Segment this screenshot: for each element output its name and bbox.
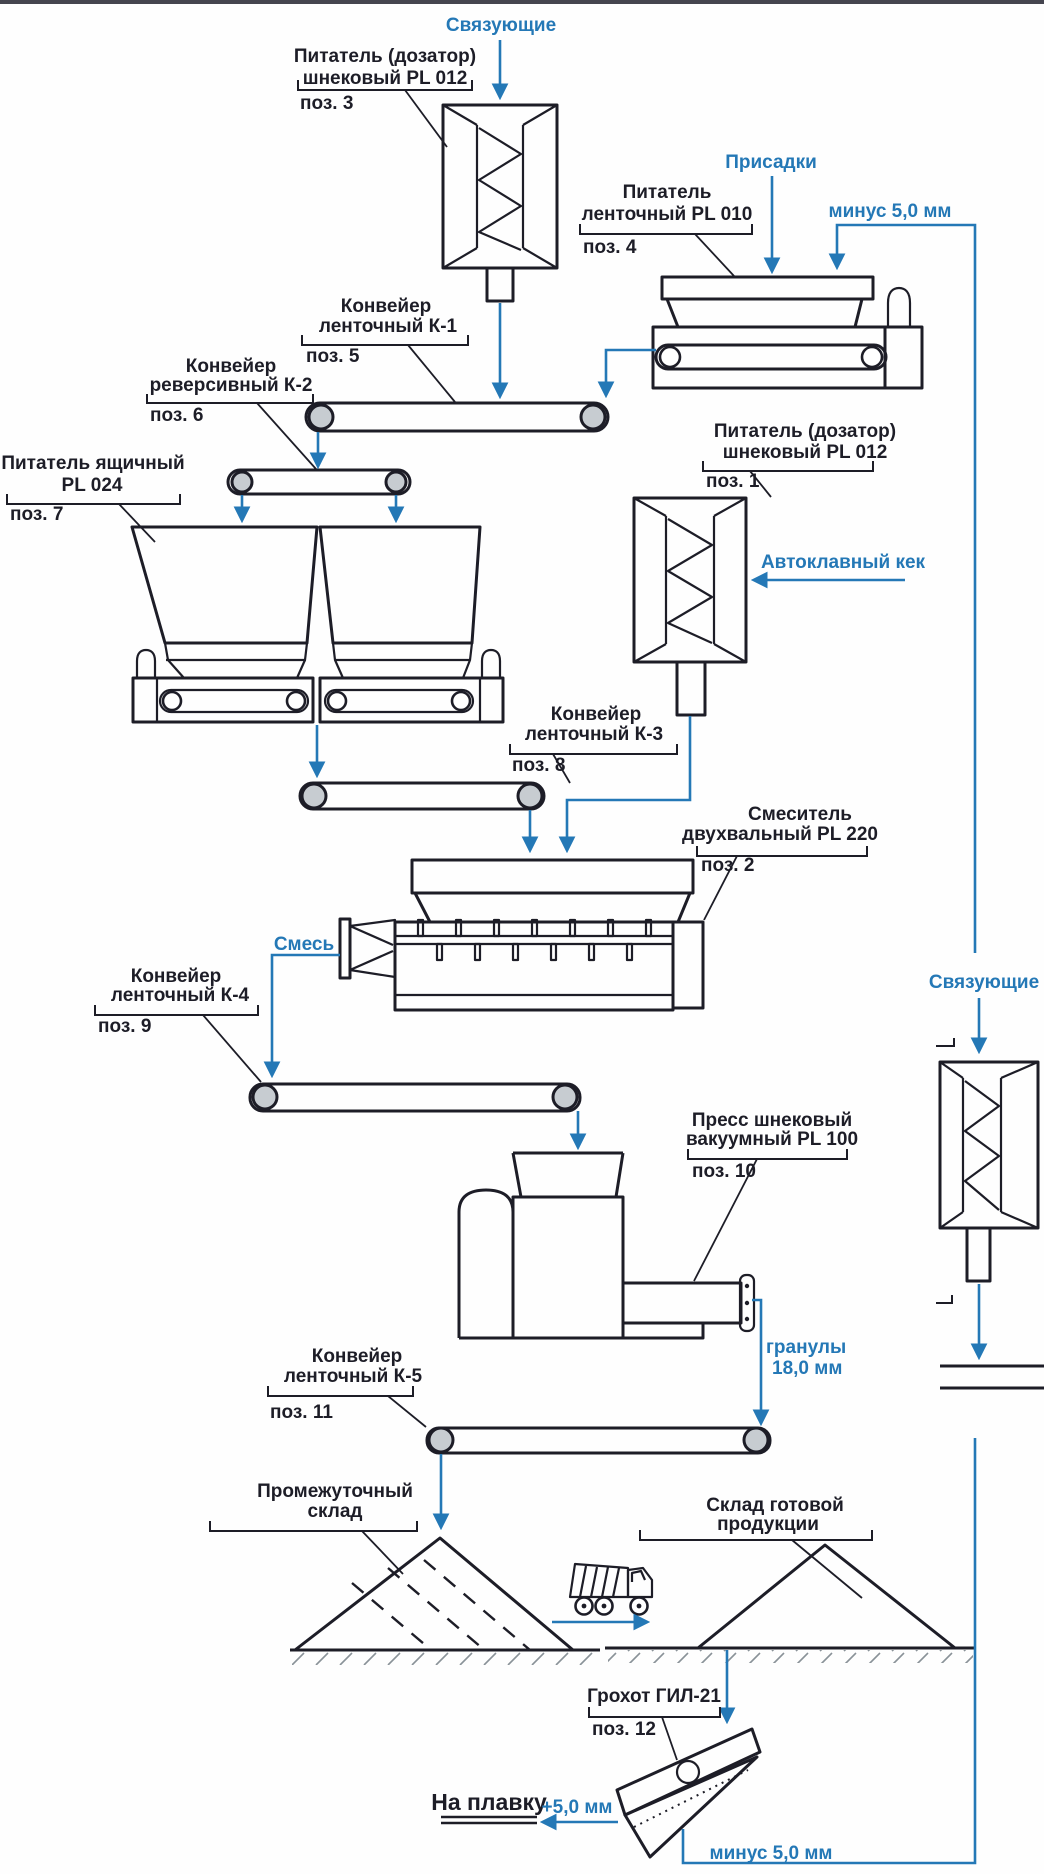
- k4-label: Конвейер: [131, 966, 222, 987]
- belt-conveyor-k4-pos9: [248, 1082, 582, 1113]
- minus5-top-label: минус 5,0 мм: [829, 201, 952, 222]
- screw-feeder-pos3: [441, 103, 559, 303]
- granules-label: гранулы: [766, 1337, 846, 1358]
- k5-pos: поз. 11: [270, 1402, 333, 1423]
- stock1-label: склад: [307, 1501, 362, 1522]
- mixer-label: Смеситель: [748, 804, 852, 825]
- press-label: вакуумный PL 100: [686, 1129, 858, 1150]
- k1-label: ленточный К-1: [319, 316, 458, 337]
- belt-conveyor-k3-pos8: [298, 781, 546, 811]
- k3-pos: поз. 8: [512, 755, 565, 776]
- stock1-label: Промежуточный: [257, 1481, 413, 1502]
- finished-product-stockpile: [605, 1543, 975, 1663]
- k4-label: ленточный К-4: [111, 985, 250, 1006]
- k2-pos: поз. 6: [150, 405, 203, 426]
- feeder1-pos: поз. 1: [706, 471, 760, 492]
- equipment-labels: Питатель (дозатор) шнековый PL 012 поз. …: [1, 46, 896, 1740]
- feeder4-pos: поз. 4: [583, 237, 637, 258]
- flow-labels: Связующие Присадки минус 5,0 мм Автоклав…: [274, 15, 1039, 1864]
- feeder1-label: шнековый PL 012: [723, 442, 888, 463]
- k2-label: реверсивный К-2: [150, 375, 313, 396]
- feeder4-label: Питатель: [623, 182, 712, 203]
- flow-minus5-return: [681, 1438, 977, 1865]
- additives-label: Присадки: [725, 152, 817, 173]
- feeder3-pos: поз. 3: [300, 93, 353, 114]
- mix-label: Смесь: [274, 934, 334, 955]
- stock2-label: Склад готовой: [706, 1495, 844, 1516]
- bracket-fragment: [936, 1038, 955, 1047]
- press-label: Пресс шнековый: [692, 1110, 852, 1131]
- screen-pos: поз. 12: [592, 1719, 656, 1740]
- die-plate: [738, 1273, 756, 1333]
- k5-label: Конвейер: [312, 1346, 403, 1367]
- k1-label: Конвейер: [341, 296, 432, 317]
- to-melt-label: На плавку: [431, 1789, 547, 1815]
- belt-conveyor-k1-pos5: [304, 401, 610, 433]
- flow-lines: [233, 40, 988, 1865]
- flow-pl010-to-k1: [597, 348, 656, 399]
- callouts: [6, 80, 874, 1761]
- screw-icon: [666, 518, 714, 645]
- pl024-label: PL 024: [62, 475, 123, 496]
- plus5-label: +5,0 мм: [542, 1797, 613, 1818]
- screw-feeder-pos1: [632, 496, 748, 717]
- screw-feeder-right-cropped: [936, 1038, 1044, 1390]
- box-feeder-pl024-pos7: [130, 525, 505, 724]
- screw-press-pl100-pos10: [457, 1151, 756, 1340]
- belt-feeder-pl010-pos4: [651, 275, 924, 390]
- k2-label: Конвейер: [186, 356, 277, 377]
- minus5-bottom-label: минус 5,0 мм: [710, 1843, 833, 1864]
- k5-label: ленточный К-5: [284, 1366, 423, 1387]
- granules-label: 18,0 мм: [772, 1358, 842, 1379]
- binders-top-label: Связующие: [446, 15, 556, 36]
- belt-conveyor-k5-pos11: [425, 1426, 772, 1455]
- pl024-label: Питатель ящичный: [1, 453, 184, 474]
- feeder3-label: шнековый PL 012: [303, 68, 468, 89]
- flow-granules-to-k5: [752, 1298, 770, 1427]
- k3-label: ленточный К-3: [525, 724, 663, 745]
- screen-gil21-pos12: [615, 1727, 762, 1859]
- press-pos: поз. 10: [692, 1161, 756, 1182]
- screw-icon: [963, 1080, 1001, 1211]
- intermediate-stockpile: [290, 1536, 600, 1665]
- mixer-pos: поз. 2: [701, 855, 754, 876]
- feeder1-label: Питатель (дозатор): [714, 421, 896, 442]
- k1-pos: поз. 5: [306, 346, 360, 367]
- binders-right-label: Связующие: [929, 972, 1039, 993]
- autoclave-cake-label: Автоклавный кек: [761, 552, 926, 573]
- screw-icon: [477, 127, 523, 252]
- bracket-fragment: [936, 1295, 953, 1304]
- twin-shaft-mixer-pl220-pos2: [338, 858, 705, 1012]
- dump-truck-icon: [568, 1562, 654, 1616]
- screen-label: Грохот ГИЛ-21: [587, 1686, 721, 1707]
- ground-hatch: [608, 1650, 973, 1663]
- mixer-paddles: [416, 918, 653, 962]
- motor-icon: [480, 648, 502, 678]
- flow-feeder1-to-mixer: [558, 716, 692, 854]
- feeder3-label: Питатель (дозатор): [294, 46, 476, 67]
- reversing-conveyor-k2-pos6: [226, 468, 412, 496]
- ground-hatch: [292, 1652, 598, 1665]
- k3-label: Конвейер: [551, 704, 642, 725]
- motor-icon: [886, 286, 912, 327]
- flow-minus5-recycle-top: [828, 223, 977, 953]
- flow-mix-to-k4: [263, 953, 340, 1079]
- mixer-label: двухвальный PL 220: [682, 824, 878, 845]
- stock2-label: продукции: [717, 1514, 819, 1535]
- motor-icon: [135, 648, 157, 678]
- pl024-pos: поз. 7: [10, 504, 63, 525]
- feeder4-label: ленточный PL 010: [582, 204, 753, 225]
- k4-pos: поз. 9: [98, 1016, 151, 1037]
